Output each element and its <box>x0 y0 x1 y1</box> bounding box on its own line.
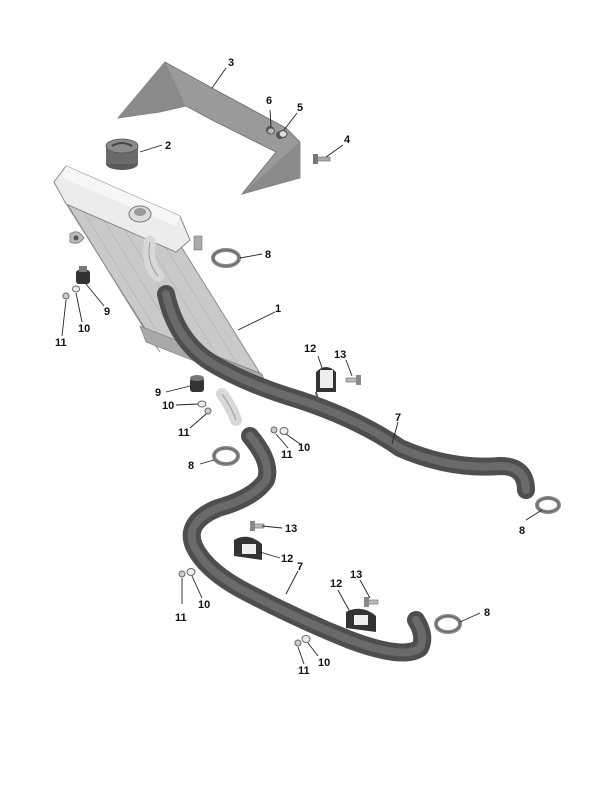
callout-8: 8 <box>265 249 271 261</box>
callout-3: 3 <box>228 57 234 69</box>
part-11-nut <box>294 639 302 647</box>
part-10-washer <box>186 568 196 576</box>
part-10-washer <box>197 400 207 408</box>
callout-6: 6 <box>266 95 272 107</box>
part-12-p-clamp-lower <box>346 608 376 632</box>
part-13-screw-mid <box>250 521 265 531</box>
part-9-rubber-mount-lower <box>190 375 204 392</box>
part-13-screw-lower <box>364 597 379 607</box>
part-12-p-clamp-upper <box>315 367 336 404</box>
callout-1: 1 <box>275 303 281 315</box>
fastener-set-lower-left <box>197 400 212 415</box>
callout-11: 11 <box>298 665 310 677</box>
part-12-p-clamp-mid <box>234 536 262 560</box>
callout-8: 8 <box>519 525 525 537</box>
callout-13: 13 <box>334 349 346 361</box>
callout-7: 7 <box>297 561 303 573</box>
part-5-washer <box>278 129 288 139</box>
fastener-set-mid <box>270 426 289 435</box>
part-11-nut <box>178 570 186 578</box>
callout-2: 2 <box>165 140 171 152</box>
part-6-washer <box>267 127 275 135</box>
part-10-washer <box>301 635 311 643</box>
callout-11: 11 <box>175 612 187 624</box>
callout-12: 12 <box>304 343 316 355</box>
callout-12: 12 <box>281 553 293 565</box>
callout-10: 10 <box>198 599 210 611</box>
part-8-clamp-top <box>211 248 241 268</box>
part-11-nut <box>62 292 70 300</box>
callout-10: 10 <box>318 657 330 669</box>
callout-10: 10 <box>162 400 174 412</box>
part-8-clamp-mid <box>212 446 240 466</box>
callout-13: 13 <box>285 523 297 535</box>
callout-5: 5 <box>297 102 303 114</box>
part-9-rubber-mount-top <box>76 266 90 284</box>
part-10-washer <box>279 427 289 435</box>
callout-13: 13 <box>350 569 362 581</box>
part-8-clamp-bottom <box>434 614 462 634</box>
part-8-clamp-right <box>535 496 561 514</box>
callout-12: 12 <box>330 578 342 590</box>
part-7-upper-hose <box>157 285 535 499</box>
fastener-set-lower-mid <box>178 568 196 578</box>
callout-11: 11 <box>55 337 67 349</box>
callout-10: 10 <box>78 323 90 335</box>
callout-9: 9 <box>155 387 161 399</box>
leader-lines <box>61 67 543 665</box>
callout-8: 8 <box>484 607 490 619</box>
callout-10: 10 <box>298 442 310 454</box>
part-7-lower-hose <box>182 427 432 662</box>
fastener-set-upper-left <box>62 285 80 300</box>
part-4-bolt <box>313 154 331 164</box>
callout-8: 8 <box>188 460 194 472</box>
callout-labels: 3 2 4 6 5 8 1 9 10 11 12 13 9 10 11 7 10… <box>55 57 525 677</box>
part-13-screw-upper <box>345 375 361 385</box>
part-11-nut <box>204 407 212 415</box>
callout-9: 9 <box>104 306 110 318</box>
fastener-set-bottom <box>294 635 311 647</box>
callout-7: 7 <box>395 412 401 424</box>
part-2-radiator-cap <box>105 138 139 170</box>
callout-11: 11 <box>178 427 190 439</box>
callout-4: 4 <box>344 134 351 146</box>
part-11-nut <box>270 426 278 434</box>
callout-11: 11 <box>281 449 293 461</box>
part-10-washer <box>72 285 80 293</box>
